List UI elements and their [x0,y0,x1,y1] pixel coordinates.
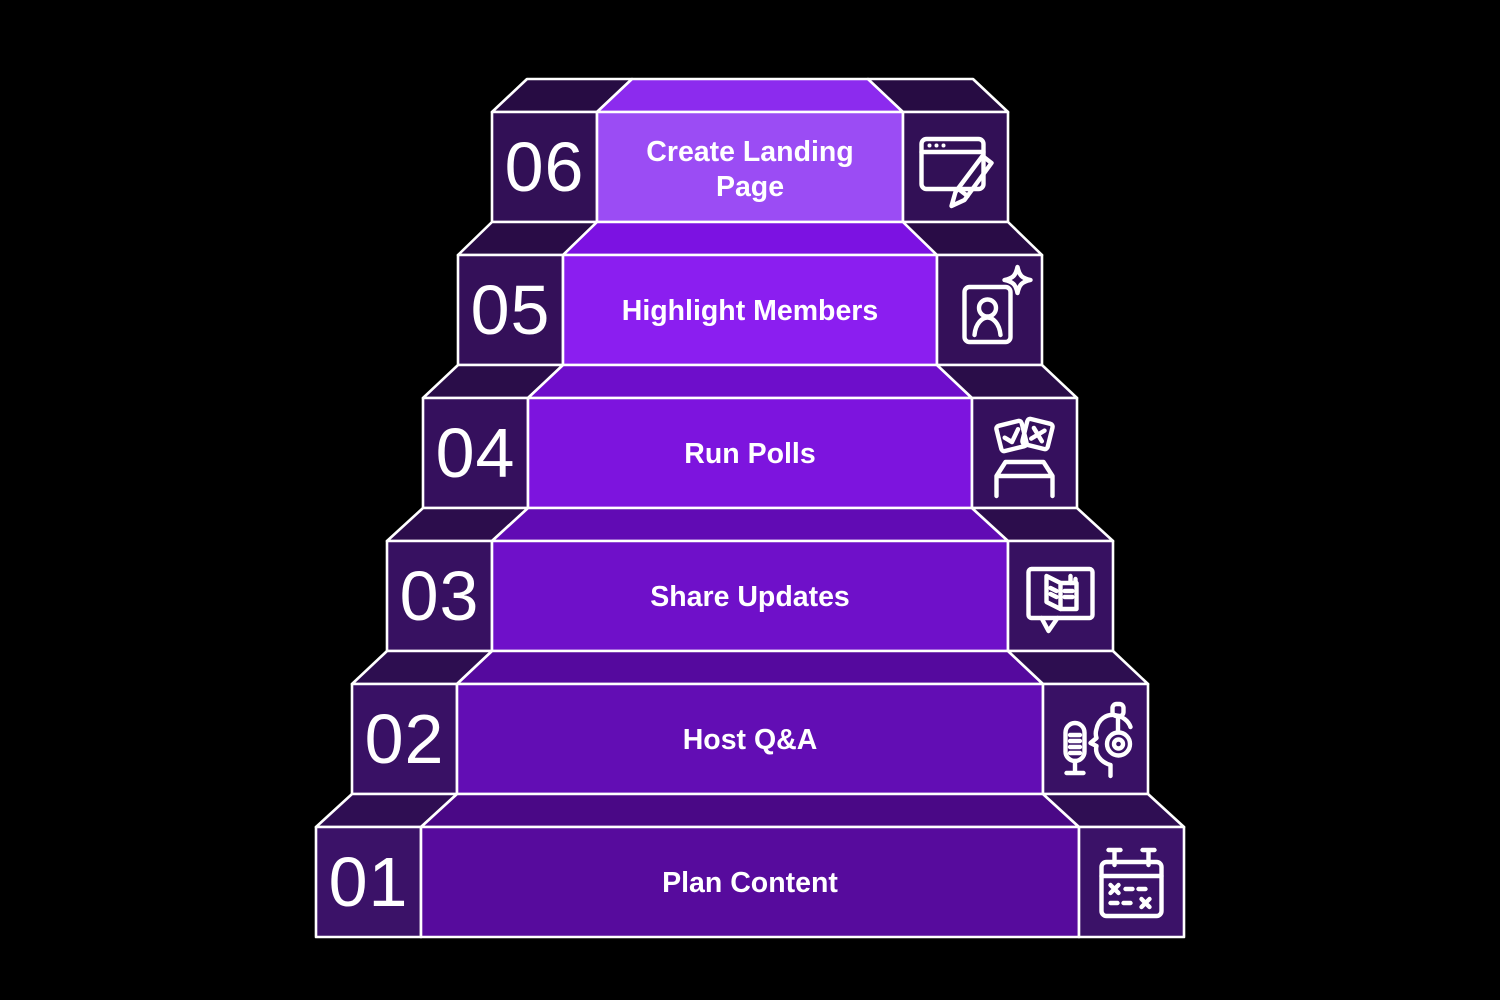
step-03-label: Share Updates [650,581,850,613]
step-02-tread-middle [455,649,1045,686]
step-02-number: 02 [365,700,445,778]
step-03-number-box [385,539,494,653]
step-06: 06 Create Landing Page [490,77,1010,224]
step-05-number-box [456,253,565,367]
browser-window [919,136,986,192]
speech-bubble [1026,566,1095,621]
step-04-icon-box [970,396,1079,510]
headphone-cup-inner [1111,737,1126,751]
step-05-label-panel [561,253,939,367]
member-shoulders [972,315,1003,338]
step-03-tread-middle [490,506,1010,543]
sparkle [1002,264,1033,296]
x-mark [1028,425,1047,444]
step-01: 01 Plan Content [314,792,1186,939]
step-04-label-panel [526,396,974,510]
step-04-label: Run Polls [684,438,815,470]
step-02: 02 Host Q&A [350,649,1150,796]
browser-dot [941,143,946,148]
landing-page-icon [919,136,994,209]
step-01-number: 01 [329,843,409,921]
plan-x-mark-1 [1108,882,1121,896]
step-01-tread-middle [419,792,1081,829]
newspaper-lines [1048,573,1078,600]
step-05-label: Highlight Members [622,295,879,327]
step-06-label-panel [595,110,905,224]
step-02-label: Host Q&A [683,724,818,756]
calendar-body [1099,859,1164,919]
step-04-number: 04 [436,414,516,492]
calendar-plan-icon [1099,847,1164,919]
calendar-post-left [1106,847,1123,868]
step-01-icon-box [1077,825,1186,939]
member-spotlight-icon [962,264,1033,345]
step-05-tread-middle [561,220,939,257]
microphone-stand [1064,758,1086,776]
step-04-tread-middle [526,363,974,400]
check-mark [1002,427,1021,445]
ballot-box [994,459,1055,499]
step-01-label: Plan Content [662,867,838,899]
step-05-icon-box [935,253,1044,367]
microphone-grill-lines [1067,732,1083,756]
browser-dot [934,143,939,148]
poll-ballots-icon [994,416,1055,499]
step-03: 03 Share Updates [385,506,1115,653]
news-bubble-icon [1026,566,1095,634]
step-05: 05 Highlight Members [456,220,1044,367]
step-06-number: 06 [505,128,585,206]
ballot-x-card [1020,416,1055,452]
plan-x-mark-2 [1139,896,1152,910]
step-06-label-line1: Create Landing [646,136,853,168]
qa-microphone-icon [1063,701,1133,779]
step-06-tread-middle [595,77,905,114]
step-01-number-box [314,825,423,939]
pencil [949,153,994,209]
step-04: 04 Run Polls [421,363,1079,510]
member-card [962,284,1013,345]
calendar-post-right [1140,847,1157,868]
step-05-number: 05 [471,271,551,349]
pencil-tip-line [956,186,970,199]
step-06-label-line2: Page [716,171,784,203]
speech-bubble-tail [1039,615,1060,634]
step-03-number: 03 [400,557,480,635]
browser-dot [927,143,932,148]
